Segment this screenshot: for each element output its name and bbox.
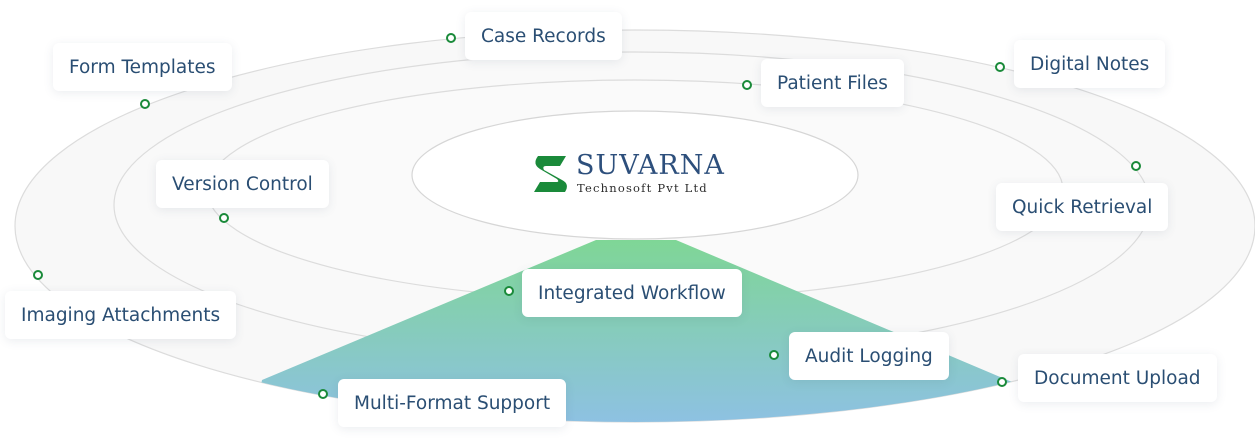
node-dot	[33, 270, 43, 280]
node-dot	[140, 99, 150, 109]
node-dot	[742, 80, 752, 90]
node-dot	[219, 213, 229, 223]
core-ring	[411, 110, 859, 240]
node-dot	[504, 286, 514, 296]
node-dot	[997, 377, 1007, 387]
node-dot	[1131, 161, 1141, 171]
node-dot	[318, 389, 328, 399]
brand-logo: SUVARNA Technosoft Pvt Ltd	[532, 150, 742, 198]
feature-integrated-workflow: Integrated Workflow	[522, 269, 742, 317]
brand-name: SUVARNA	[576, 150, 725, 181]
feature-imaging-attachments: Imaging Attachments	[5, 291, 237, 339]
feature-patient-files: Patient Files	[761, 59, 904, 107]
feature-case-records: Case Records	[465, 12, 622, 60]
suvarna-logo-icon	[534, 156, 567, 192]
feature-multi-format-support: Multi-Format Support	[338, 379, 567, 427]
feature-quick-retrieval: Quick Retrieval	[996, 183, 1169, 231]
feature-audit-logging: Audit Logging	[789, 332, 949, 380]
node-dot	[446, 33, 456, 43]
brand-tagline: Technosoft Pvt Ltd	[577, 181, 708, 195]
feature-digital-notes: Digital Notes	[1014, 40, 1166, 88]
feature-form-templates: Form Templates	[53, 43, 232, 91]
feature-document-upload: Document Upload	[1018, 354, 1217, 402]
feature-version-control: Version Control	[156, 160, 329, 208]
node-dot	[769, 350, 779, 360]
node-dot	[995, 62, 1005, 72]
